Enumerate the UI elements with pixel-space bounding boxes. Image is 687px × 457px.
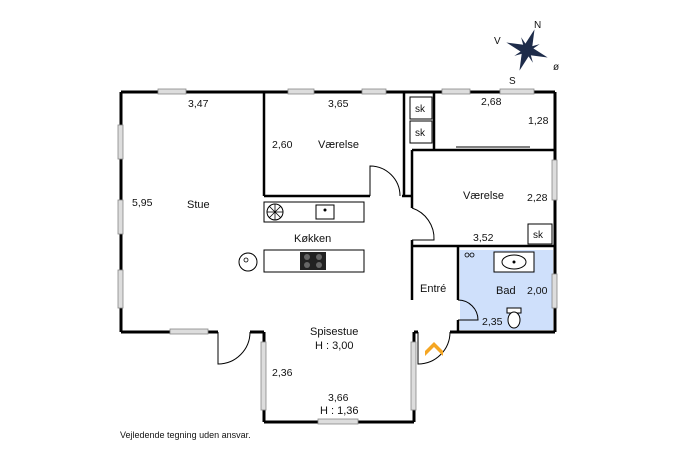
entrance-arrow-icon	[425, 342, 443, 356]
stue-label: Stue	[187, 199, 210, 211]
vaerelse2-right-dim: 2,28	[527, 192, 548, 204]
spisestue-height: H : 3,00	[315, 340, 354, 352]
bad-label: Bad	[496, 285, 516, 297]
compass-s-label: S	[509, 76, 516, 87]
cooktop-icon	[300, 252, 326, 270]
vaerelse1-width: 3,65	[328, 98, 349, 110]
stove-icon	[266, 203, 284, 221]
door-swings	[217, 165, 479, 365]
compass-icon	[506, 29, 548, 71]
vaerelse1-label: Værelse	[318, 139, 359, 151]
bathroom-sink-icon	[493, 251, 535, 273]
spisestue-side-dim: 2,36	[272, 367, 293, 379]
spisestue-width-dim: 3,66	[328, 392, 349, 404]
compass-n-label: N	[534, 20, 541, 31]
wardrobes	[409, 96, 553, 245]
spisestue-h2: H : 1,36	[320, 405, 359, 417]
spisestue-label: Spisestue	[310, 326, 358, 338]
stue-depth: 5,95	[132, 197, 153, 209]
toilet-icon	[506, 307, 522, 329]
windows	[117, 88, 558, 425]
stue-width: 3,47	[188, 98, 209, 110]
bad-height-dim: 2,00	[527, 285, 548, 297]
faucet-icon	[464, 252, 475, 258]
vaerelse1-depth: 2,60	[272, 139, 293, 151]
vaerelse2-top-dim: 2,68	[481, 96, 502, 108]
wardrobe-label-2: sk	[415, 128, 426, 139]
vaerelse2-side-dim: 1,28	[528, 115, 549, 127]
fireplace-icon	[238, 252, 258, 272]
entre-label: Entré	[420, 283, 446, 295]
kitchen-sink-icon	[315, 204, 335, 220]
interior-walls	[262, 92, 555, 332]
wardrobe-label-3: sk	[533, 230, 544, 241]
bad-width-dim: 2,35	[482, 316, 503, 328]
vaerelse2-label: Værelse	[463, 190, 504, 202]
disclaimer-text: Vejledende tegning uden ansvar.	[120, 430, 251, 440]
wardrobe-label-1: sk	[415, 104, 426, 115]
vaerelse2-bottom-dim: 3,52	[473, 232, 494, 244]
kokken-label: Køkken	[294, 233, 331, 245]
compass-v-label: V	[494, 36, 501, 47]
compass-o-label: ø	[553, 62, 559, 73]
